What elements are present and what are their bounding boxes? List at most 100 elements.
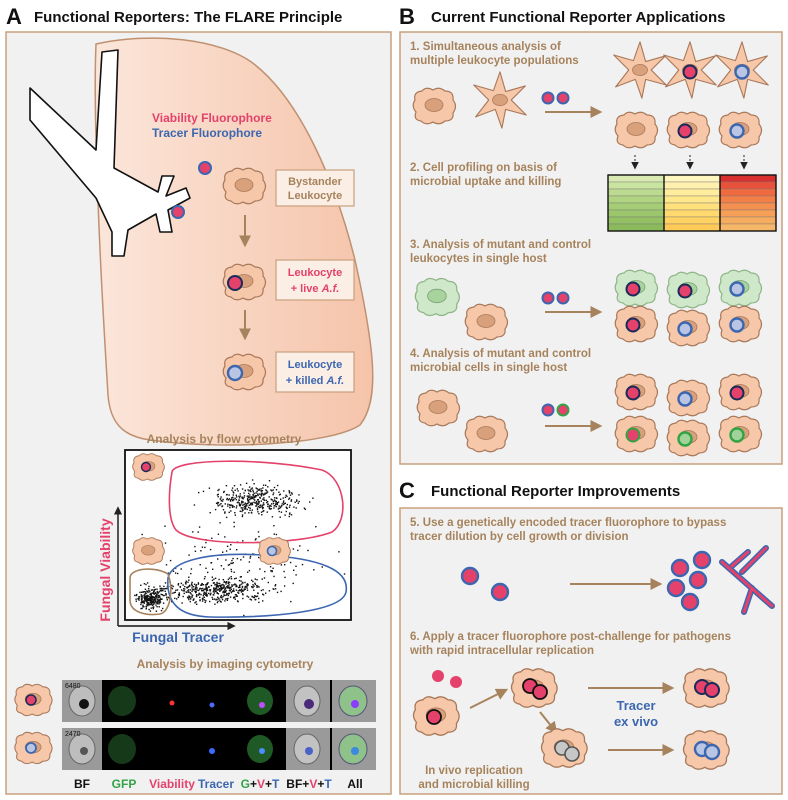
scatter-dot xyxy=(182,584,184,586)
scatter-dot xyxy=(256,488,258,490)
scatter-dot xyxy=(258,601,260,604)
scatter-dot xyxy=(228,584,230,586)
bystander-box xyxy=(275,169,355,207)
scatter-dot xyxy=(254,583,257,586)
scatter-dot xyxy=(266,511,268,513)
scatter-dot xyxy=(244,507,247,510)
scatter-dot xyxy=(220,587,222,590)
live-conidium xyxy=(625,281,641,297)
scatter-dot xyxy=(263,499,265,501)
scatter-dot xyxy=(223,581,225,583)
scatter-dot xyxy=(288,498,290,500)
scatter-dot xyxy=(264,493,266,495)
scatter-dot xyxy=(276,591,279,594)
scatter-dot xyxy=(258,586,260,588)
scatter-dot xyxy=(151,589,154,591)
scatter-dot xyxy=(217,489,219,492)
scatter-dot xyxy=(295,574,297,576)
scatter-dot xyxy=(231,487,234,489)
scatter-dot xyxy=(220,500,223,502)
scatter-dot xyxy=(145,607,147,609)
scatter-dot xyxy=(150,593,152,595)
scatter-dot xyxy=(243,589,245,591)
scatter-dot xyxy=(271,503,273,505)
scatter-dot xyxy=(215,590,217,592)
scatter-dot xyxy=(217,501,220,504)
scatter-dot xyxy=(230,544,232,546)
scatter-dot xyxy=(268,480,271,482)
scatter-dot xyxy=(198,592,201,595)
scatter-dot xyxy=(154,588,156,591)
killed-conidium xyxy=(677,391,693,407)
scatter-dot xyxy=(245,586,247,588)
scatter-dot xyxy=(250,599,253,601)
scatter-dot xyxy=(218,588,220,590)
scatter-dot xyxy=(277,508,280,510)
scatter-dot xyxy=(161,598,163,600)
scatter-dot xyxy=(231,497,233,499)
scatter-dot xyxy=(268,507,271,509)
scatter-dot xyxy=(233,590,235,592)
scatter-dot xyxy=(268,505,271,507)
scatter-dot xyxy=(270,505,272,507)
conidium-dot xyxy=(460,566,480,586)
scatter-dot xyxy=(243,495,246,497)
heatmap-cell xyxy=(663,216,721,225)
scatter-dot xyxy=(227,581,230,583)
plot-cell-killed-conidium xyxy=(266,545,278,557)
scatter-dot xyxy=(150,589,153,591)
scatter-dot xyxy=(158,594,160,597)
scatter-dot xyxy=(195,584,198,586)
scatter-dot xyxy=(141,607,143,610)
heatmap-cell xyxy=(719,216,777,225)
scatter-dot xyxy=(242,509,244,511)
scatter-dot xyxy=(247,571,249,573)
scatter-dot xyxy=(343,573,346,575)
scatter-dot xyxy=(206,583,208,585)
conidium-dot xyxy=(198,161,212,175)
scatter-dot xyxy=(185,583,187,585)
scatter-dot xyxy=(210,584,213,587)
scatter-dot xyxy=(242,556,245,558)
scatter-dot xyxy=(208,487,211,489)
scatter-dot xyxy=(233,596,235,599)
imaging-strip-row1: 6480 xyxy=(62,680,376,722)
scatter-dot xyxy=(223,592,226,594)
killed-conidium xyxy=(703,743,721,761)
scatter-dot xyxy=(293,569,295,571)
scatter-dot xyxy=(243,588,245,590)
scatter-dot xyxy=(222,590,224,593)
scatter-dot xyxy=(261,492,263,494)
scatter-dot xyxy=(249,489,251,491)
scatter-dot xyxy=(290,492,293,494)
scatter-dot xyxy=(213,587,215,589)
scatter-dot xyxy=(221,500,224,502)
bystander-label-1: Bystander xyxy=(288,176,343,188)
scatter-dot xyxy=(148,599,150,602)
scatter-dot xyxy=(149,591,151,593)
scatter-dot xyxy=(254,494,256,497)
scatter-dot xyxy=(253,597,255,599)
scatter-dot xyxy=(218,488,220,491)
scatter-dot xyxy=(283,503,285,505)
scatter-dot xyxy=(220,594,223,597)
scatter-dot xyxy=(232,499,234,501)
arrow-up-right xyxy=(469,688,509,709)
scatter-dot xyxy=(164,590,166,592)
scatter-dot xyxy=(236,600,239,602)
scatter-dot xyxy=(251,497,253,500)
scatter-dot xyxy=(190,572,192,575)
scatter-dot xyxy=(252,489,254,491)
scatter-dot xyxy=(246,583,249,585)
scatter-dot xyxy=(230,591,233,594)
scatter-dot xyxy=(282,497,284,499)
imaging-column-labels: BF GFP Viability Tracer G+V+T BF+V+T All xyxy=(74,777,363,791)
live-box xyxy=(275,259,355,301)
scatter-dot xyxy=(251,579,253,581)
scatter-dot xyxy=(273,533,275,535)
scatter-dot xyxy=(231,489,233,491)
scatter-dot xyxy=(288,492,291,494)
scatter-dot xyxy=(146,602,149,604)
scatter-dot xyxy=(298,500,300,503)
scatter-dot xyxy=(254,496,257,498)
